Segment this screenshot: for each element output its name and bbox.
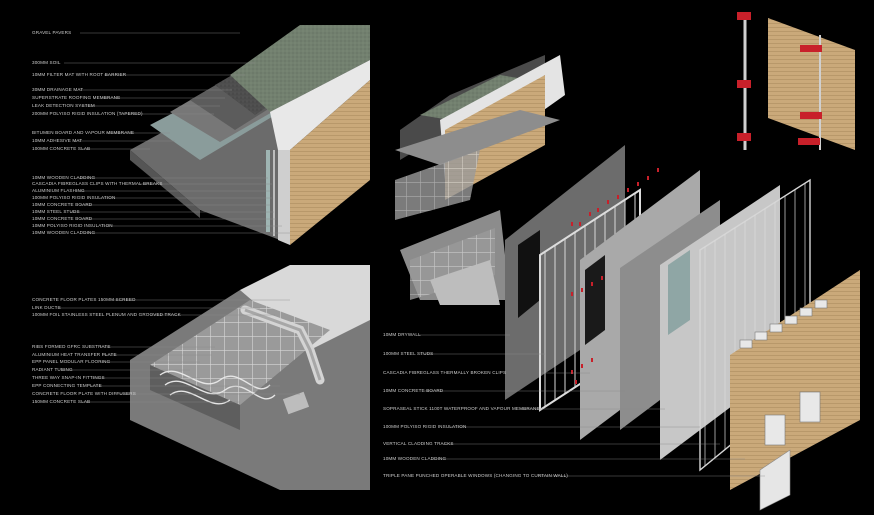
- roof-label: 10MM POLYISO RIGID INSULATION: [32, 223, 113, 228]
- wall-label: TRIPLE PANE PUNCHED OPERABLE WINDOWS (CH…: [383, 473, 568, 478]
- clip-bracket-detail: [737, 12, 855, 150]
- roof-label: 200MM POLYISO RIGID INSULATION (TAPERED): [32, 111, 143, 116]
- floor-label: 150MM CONCRETE SLAB: [32, 399, 91, 404]
- floor-label: RIBS FORMED GFRC SUBSTRATE: [32, 344, 111, 349]
- floor-label: CONCRETE FLOOR PLATES 150MM SCREED: [32, 297, 136, 302]
- leader-lines: [56, 32, 765, 477]
- wall-label: VERTICAL CLADDING TRACKS: [383, 441, 454, 446]
- exploded-wall-assembly: [395, 55, 860, 511]
- roof-label: 10MM ADHESIVE MAT: [32, 138, 83, 143]
- floor-label: RADIANT TUBING: [32, 367, 73, 372]
- wall-label: CASCADIA FIBREGLASS THERMALLY BROKEN CLI…: [383, 370, 507, 375]
- wall-label: 10MM WOODEN CLADDING: [383, 456, 447, 461]
- roof-label: 300MM SOIL: [32, 60, 61, 65]
- roof-label: 10MM CONCRETE BOARD: [32, 216, 93, 221]
- floor-label: 100MM FOIL STAINLESS STEEL PLENUM AND GR…: [32, 312, 181, 317]
- roof-label: 10MM WOODEN CLADDING: [32, 230, 96, 235]
- floor-section: [130, 265, 370, 490]
- roof-label: 10MM STEEL STUDS: [32, 209, 80, 214]
- floor-label: CONCRETE FLOOR PLATE WITH DIFFUSERS: [32, 391, 136, 396]
- roof-section: [130, 25, 370, 245]
- roof-label: CASCADIA FIBREGLASS CLIPS WITH THERMAL B…: [32, 181, 163, 186]
- roof-label: LEAK DETECTION SYSTEM: [32, 103, 95, 108]
- wall-label: 10MM CONCRETE BOARD: [383, 388, 444, 393]
- roof-label: 100MM CONCRETE SLAB: [32, 146, 91, 151]
- floor-label: LINK DUCTS: [32, 305, 61, 310]
- floor-label: ALUMINIUM HEAT TRANSFER PLATE: [32, 352, 117, 357]
- floor-label: THREE WAY SNAP-IN FITTINGS: [32, 375, 105, 380]
- floor-label: EPP CONNECTING TEMPLATE: [32, 383, 102, 388]
- roof-label: 30MM DRAINAGE MAT: [32, 87, 84, 92]
- wall-label: 100MM POLYISO RIGID INSULATION: [383, 424, 467, 429]
- roof-label: GRAVEL PAVERS: [32, 30, 72, 35]
- roof-label: 100MM POLYISO RIGID INSULATION: [32, 195, 116, 200]
- roof-label: 10MM WOODEN CLADDING: [32, 175, 96, 180]
- roof-label: 10MM FILTER MAT WITH ROOT BARRIER: [32, 72, 127, 77]
- wall-label: SOPRASEAL STICK 1100T WATERPROOF AND VAP…: [383, 406, 540, 411]
- floor-label: EPP PANEL MODULAR FLOORING: [32, 359, 111, 364]
- wall-label: 10MM DRYWALL: [383, 332, 421, 337]
- roof-label: BITUMEN BOARD AND VAPOUR MEMBRANE: [32, 130, 135, 135]
- roof-label: ALUMINIUM FLASHING: [32, 188, 85, 193]
- roof-label: 10MM CONCRETE BOARD: [32, 202, 93, 207]
- roof-label: SUPERSTRATE ROOFING MEMBRANE: [32, 95, 121, 100]
- wall-label: 100MM STEEL STUDS: [383, 351, 434, 356]
